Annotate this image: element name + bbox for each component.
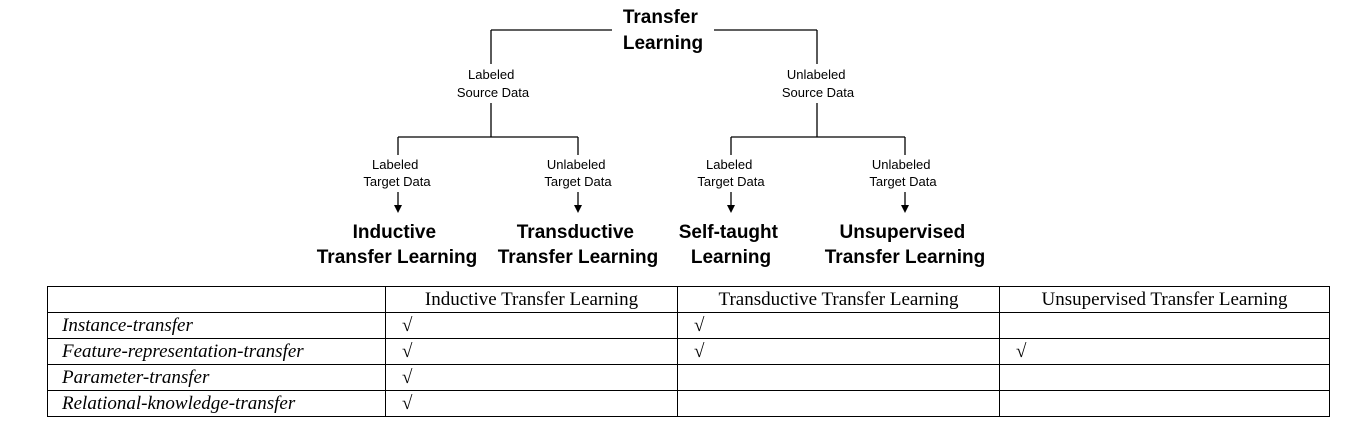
check-cell: √ <box>385 338 678 365</box>
arrowhead <box>574 205 582 213</box>
check-cell: √ <box>677 312 1000 339</box>
row-label: Relational-knowledge-transfer <box>47 390 386 417</box>
tree-arrowheads <box>394 205 909 213</box>
column-header-inductive: Inductive Transfer Learning <box>385 286 678 313</box>
check-cell <box>999 312 1330 339</box>
labeled-source-data-label: Labeled Source Data <box>457 67 530 100</box>
table-row: Relational-knowledge-transfer √ <box>47 390 1330 417</box>
column-header-transductive: Transductive Transfer Learning <box>677 286 1000 313</box>
check-cell <box>999 364 1330 391</box>
table-row: Parameter-transfer √ <box>47 364 1330 391</box>
check-cell: √ <box>385 312 678 339</box>
unsupervised-transfer-learning-leaf: Unsupervised Transfer Learning <box>825 222 986 268</box>
check-cell: √ <box>677 338 1000 365</box>
check-cell <box>677 390 1000 417</box>
inductive-transfer-learning-leaf: Inductive Transfer Learning <box>317 222 478 268</box>
column-header-unsupervised: Unsupervised Transfer Learning <box>999 286 1330 313</box>
transfer-approach-table: Inductive Transfer Learning Transductive… <box>47 286 1330 417</box>
self-taught-learning-leaf: Self-taught Learning <box>679 222 784 268</box>
unlabeled-source-data-label: Unlabeled Source Data <box>782 67 855 100</box>
arrowhead <box>727 205 735 213</box>
unlabeled-target-data-label: Unlabeled Target Data <box>544 157 612 189</box>
check-cell: √ <box>385 390 678 417</box>
check-cell: √ <box>999 338 1330 365</box>
labeled-target-data-label: Labeled Target Data <box>697 157 765 189</box>
tree-root-label: Transfer Learning <box>623 7 703 54</box>
table-corner-cell <box>47 286 386 313</box>
check-cell <box>999 390 1330 417</box>
labeled-target-data-label: Labeled Target Data <box>363 157 431 189</box>
arrowhead <box>394 205 402 213</box>
arrowhead <box>901 205 909 213</box>
table-row: Instance-transfer √ √ <box>47 312 1330 339</box>
tree-connectors <box>397 29 906 207</box>
check-cell: √ <box>385 364 678 391</box>
unlabeled-target-data-label: Unlabeled Target Data <box>869 157 937 189</box>
row-label: Feature-representation-transfer <box>47 338 386 365</box>
row-label: Parameter-transfer <box>47 364 386 391</box>
table-row: Feature-representation-transfer √ √ √ <box>47 338 1330 365</box>
table-header-row: Inductive Transfer Learning Transductive… <box>47 286 1330 313</box>
transductive-transfer-learning-leaf: Transductive Transfer Learning <box>498 222 659 268</box>
check-cell <box>677 364 1000 391</box>
row-label: Instance-transfer <box>47 312 386 339</box>
transfer-learning-tree: Transfer Learning Labeled Source Data Un… <box>317 7 986 268</box>
